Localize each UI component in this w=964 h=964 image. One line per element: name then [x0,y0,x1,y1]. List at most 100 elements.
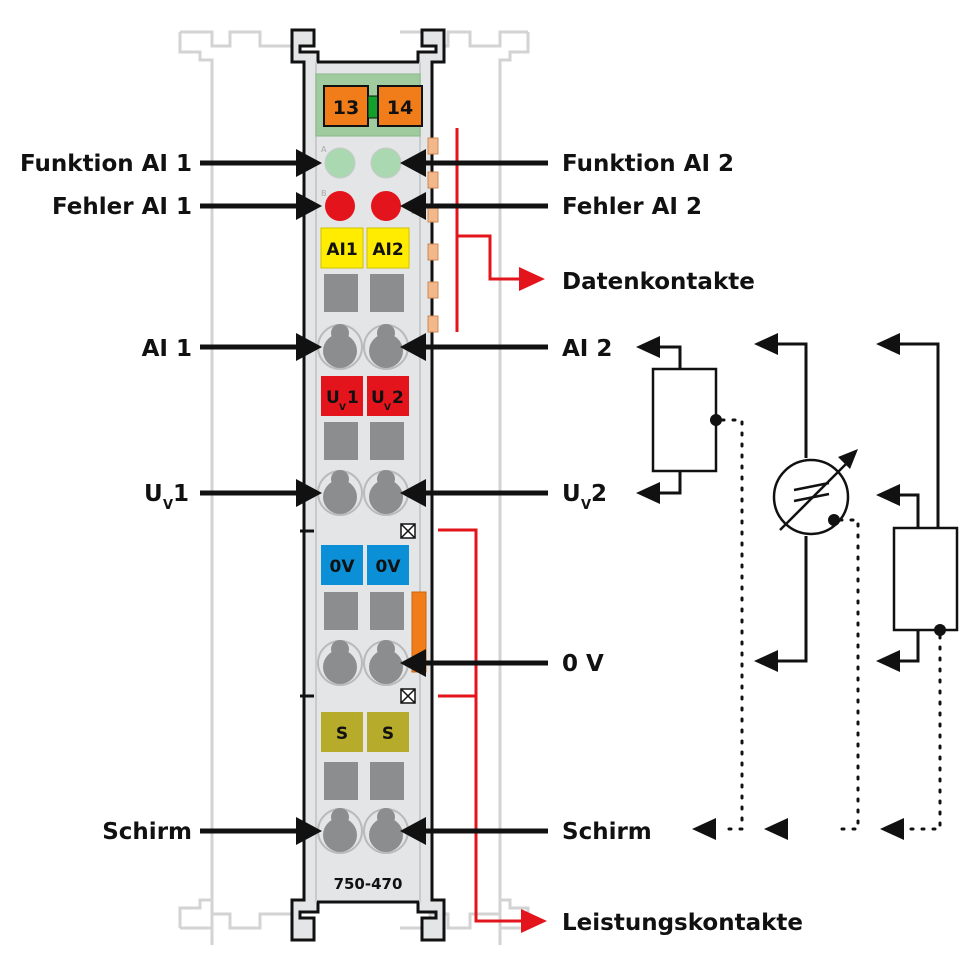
sensor3-shield-dotted [902,634,942,831]
tag-uv1-num: 1 [347,388,359,408]
tag-uv2-sub: V [384,403,391,413]
arrow-uv1 [200,479,322,507]
tag-s-right: S [367,712,409,752]
sensor1-wiper-node [710,414,722,426]
connector-13: 13 [323,85,369,127]
wiring-sensor-3 [892,342,959,663]
sensor3-arrow-middle [876,484,900,506]
tag-uv2: U V 2 [367,376,409,416]
label-fehler-ai2: Fehler AI 2 [562,194,702,220]
wiring-sensor-1 [651,345,718,495]
arrow-ai1 [200,333,322,361]
sensor3-arrow-top [876,333,900,355]
separator-upper [300,523,416,539]
tag-uv2-main: U [371,388,385,408]
arrow-ai2 [400,333,548,361]
connector-link [367,95,379,119]
terminal-hole [317,470,363,516]
sensor1-arrow-shield [692,818,716,840]
tag-ai1: AI1 [320,227,364,269]
label-uv1-main: U [144,481,163,507]
sensor3-arrow-shield [880,818,904,840]
label-uv1-sub: V [163,498,173,513]
sensor2-variable-arrow [838,449,858,469]
label-datenkontakte: Datenkontakte [562,269,755,295]
arrow-schirm-left [200,817,322,845]
label-ai1: AI 1 [142,336,192,362]
tag-0v-left: 0V [321,545,363,585]
led-function-ai2 [370,147,402,179]
data-contacts [427,137,439,333]
tag-uv1-main: U [326,388,340,408]
terminal-hole [317,324,363,370]
tag-uv2-num: 2 [392,388,404,408]
sensor3-node [934,624,946,636]
separator-lower [300,688,416,704]
led-letter-a: A [321,145,327,154]
tag-0v-left-label: 0V [330,557,356,577]
label-uv2-num: 2 [591,481,607,507]
label-leistungskontakte: Leistungskontakte [562,910,803,936]
sensor1-shield-dotted [720,418,744,831]
sensor2-arrow-top [754,333,778,355]
data-contacts-bracket [455,128,520,332]
tag-ai1-label: AI1 [326,240,357,260]
tag-0v-right: 0V [367,545,409,585]
terminal-hole [363,470,409,516]
led-error-ai1 [325,191,355,221]
actuator-slots [324,274,404,800]
tag-ai2-label: AI2 [372,240,403,260]
terminal-hole [363,324,409,370]
sensor1-arrow-bottom [636,482,660,504]
wiring-sensor-2 [772,342,853,663]
label-uv1-num: 1 [173,481,189,507]
arrow-schirm-right [400,817,548,845]
arrow-0v [400,649,548,677]
label-0v: 0 V [562,651,604,677]
led-letter-b: B [321,189,327,198]
label-schirm-left: Schirm [102,819,192,845]
connector-14-label: 14 [387,97,413,119]
tag-s-left: S [321,712,363,752]
label-schirm-right: Schirm [562,819,652,845]
label-uv2-sub: V [581,498,591,513]
arrow-funktion-ai1 [200,149,322,177]
arrow-funktion-ai2 [400,149,548,177]
leistungskontakte-arrowhead [521,909,547,933]
tag-s-right-label: S [382,724,394,744]
terminal-hole [363,808,409,854]
pointer-arrows [200,149,548,845]
sensor2-shield-dotted [838,518,860,831]
tag-uv1-sub: V [339,403,346,413]
power-contacts-bracket [438,528,522,923]
terminal-holes [317,324,409,854]
sensor3-arrow-bottom [876,650,900,672]
label-funktion-ai1: Funktion AI 1 [20,151,192,177]
sensor2-arrow-bottom [754,650,778,672]
terminal-hole [317,808,363,854]
part-number: 750-470 [334,875,403,893]
datenkontakte-arrowhead [519,267,545,291]
label-fehler-ai1: Fehler AI 1 [52,194,192,220]
arrow-fehler-ai1 [200,192,322,220]
arrow-fehler-ai2 [400,192,548,220]
label-uv2-main: U [562,481,581,507]
label-uv1: U V 1 [144,481,189,513]
led-error-ai2 [371,191,401,221]
label-ai2: AI 2 [562,336,612,362]
connector-14: 14 [377,85,423,127]
tag-s-left-label: S [336,724,348,744]
label-funktion-ai2: Funktion AI 2 [562,151,734,177]
terminal-hole [317,640,363,686]
tag-0v-right-label: 0V [376,557,402,577]
sensor2-arrow-shield [764,818,788,840]
tag-ai2: AI2 [366,227,410,269]
label-uv2: U V 2 [562,481,607,513]
sensor1-arrow-top [636,336,660,358]
sensor2-node [828,514,840,526]
arrow-uv2 [400,479,548,507]
connector-13-label: 13 [333,97,359,119]
led-function-ai1 [324,147,356,179]
